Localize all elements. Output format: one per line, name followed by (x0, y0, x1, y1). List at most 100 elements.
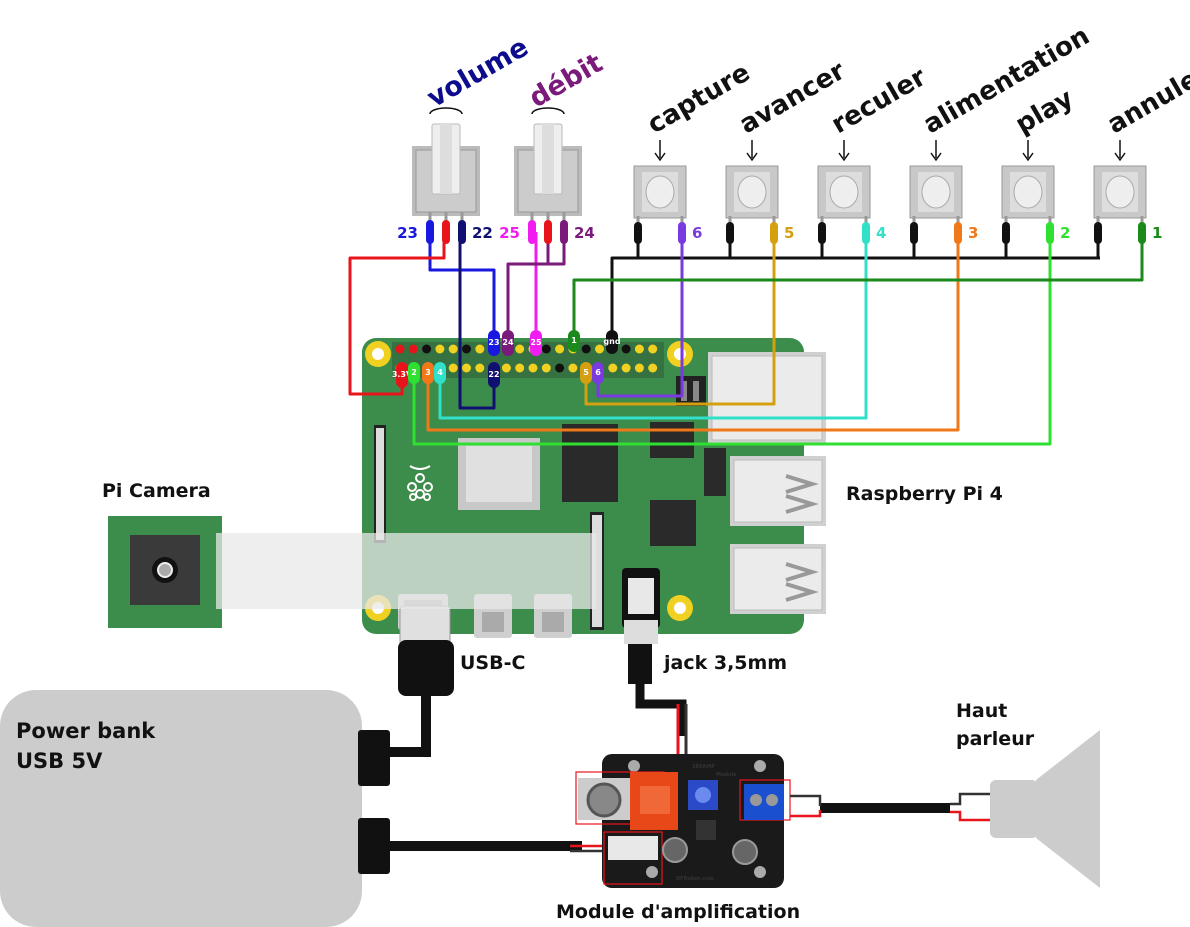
header-tag-23-text: 23 (488, 338, 499, 347)
power-bank-label-2: USB 5V (16, 749, 103, 773)
header-tag-btn4: 4 (434, 362, 446, 384)
gpio-pin (634, 363, 644, 373)
wire-btn-1 (572, 232, 1144, 338)
gpio-pin (435, 344, 445, 354)
press-arrow-icon (930, 152, 942, 162)
header-tag-btn1-text: 1 (571, 336, 577, 345)
button-label: play (1011, 83, 1079, 140)
button-label: alimentation (919, 21, 1095, 140)
gpio-pin (608, 363, 618, 373)
pot-lead (528, 220, 536, 244)
press-arrow-icon (838, 152, 850, 162)
gpio-pin (528, 363, 538, 373)
gpio-pin (462, 363, 471, 373)
button-label: annuler (1103, 58, 1190, 140)
header-tag-25-text: 25 (530, 338, 542, 347)
gpio-pin (555, 344, 565, 354)
pot-lead (544, 220, 552, 244)
header-tag-22: 22 (488, 362, 500, 388)
button-gnd-lead (1094, 222, 1102, 244)
gpio-pin (541, 344, 551, 354)
pot-lead (458, 220, 466, 244)
jack-cable (635, 684, 687, 736)
press-arrow-icon (1114, 152, 1126, 162)
button-signal-lead (678, 222, 686, 244)
button-pin-label: 3 (968, 224, 978, 242)
wire-gpio24 (506, 232, 550, 338)
gpio-pin (395, 344, 405, 354)
potentiometer-2: débit 25 24 (499, 48, 608, 244)
button-signal-lead (1046, 222, 1054, 244)
wire-gnd-bus (610, 256, 1100, 338)
gpio-pin (462, 344, 471, 354)
button-pin-label: 4 (876, 224, 886, 242)
wire-btn-3 (426, 232, 960, 432)
pot-pin-left-1: 23 (397, 224, 418, 242)
gpio-pin (501, 363, 511, 373)
usbc-label: USB-C (460, 652, 525, 674)
pot-pin-right-1: 22 (472, 224, 493, 242)
gpio-pin (648, 363, 658, 373)
header-tag-btn4-text: 4 (437, 368, 443, 377)
button-gnd-lead (910, 222, 918, 244)
button-label: capture (643, 58, 756, 140)
header-tag-25: 25 (530, 330, 542, 356)
amp-silk-module: Module (716, 772, 737, 778)
raspberry-pi-label: Raspberry Pi 4 (846, 483, 1003, 505)
press-arrow-icon (746, 152, 758, 162)
pot-label-2: débit (524, 48, 608, 114)
header-tag-btn1: 1 (568, 330, 580, 352)
header-tag-3v3-text: 3.3V (392, 370, 413, 379)
amp-label: Module d'amplification (556, 901, 800, 923)
header-tag-btn3-text: 3 (425, 368, 431, 377)
speaker-label-2: parleur (956, 728, 1035, 750)
power-bank: Power bank USB 5V (0, 690, 390, 927)
button-signal-lead (770, 222, 778, 244)
gpio-pin (448, 363, 458, 373)
gpio-pin (541, 363, 551, 373)
pot-pin-right-2: 24 (574, 224, 595, 242)
pot-pin-left-2: 25 (499, 224, 520, 242)
button-gnd-lead (726, 222, 734, 244)
pot-lead (426, 220, 434, 244)
wire-btn-4 (438, 232, 868, 420)
header-tag-btn3: 3 (422, 362, 434, 384)
rotate-arrow-icon (531, 107, 565, 115)
header-tag-gnd: gnd (603, 330, 621, 354)
gpio-pin (621, 344, 631, 354)
gpio-pin (475, 363, 485, 373)
header-tag-gnd-text: gnd (603, 337, 620, 346)
header-tag-24: 24 (502, 330, 514, 356)
camera-ribbon-cable (216, 533, 596, 609)
wire-btn-6 (596, 232, 684, 398)
header-tag-btn6: 6 (592, 362, 604, 384)
gpio-pin (555, 363, 565, 373)
header-tag-btn2-text: 2 (411, 368, 417, 377)
gpio-pin (515, 363, 525, 373)
header-tag-btn2: 2 (408, 362, 420, 384)
amp-silk-bottom: DFRobot.com (676, 876, 714, 882)
speaker-label-1: Haut (956, 700, 1007, 722)
wire-gpio23 (428, 232, 496, 338)
press-arrow-icon (654, 152, 666, 162)
gpio-pin (621, 363, 631, 373)
gpio-pin (648, 344, 658, 354)
rotate-arrow-icon (429, 107, 463, 115)
header-tag-btn5-text: 5 (583, 368, 589, 377)
gpio-pin (515, 344, 525, 354)
gpio-pin (581, 344, 591, 354)
gpio-pin (408, 344, 418, 354)
wire-btn-5 (584, 232, 776, 406)
pi-camera-label: Pi Camera (102, 480, 211, 502)
usbc-cable (388, 690, 431, 757)
button-pin-label: 6 (692, 224, 702, 242)
raspberry-logo-icon (407, 465, 433, 501)
header-tag-24-text: 24 (502, 338, 514, 347)
gpio-pin (568, 363, 578, 373)
gpio-pin (475, 344, 485, 354)
header-tag-btn5: 5 (580, 362, 592, 384)
